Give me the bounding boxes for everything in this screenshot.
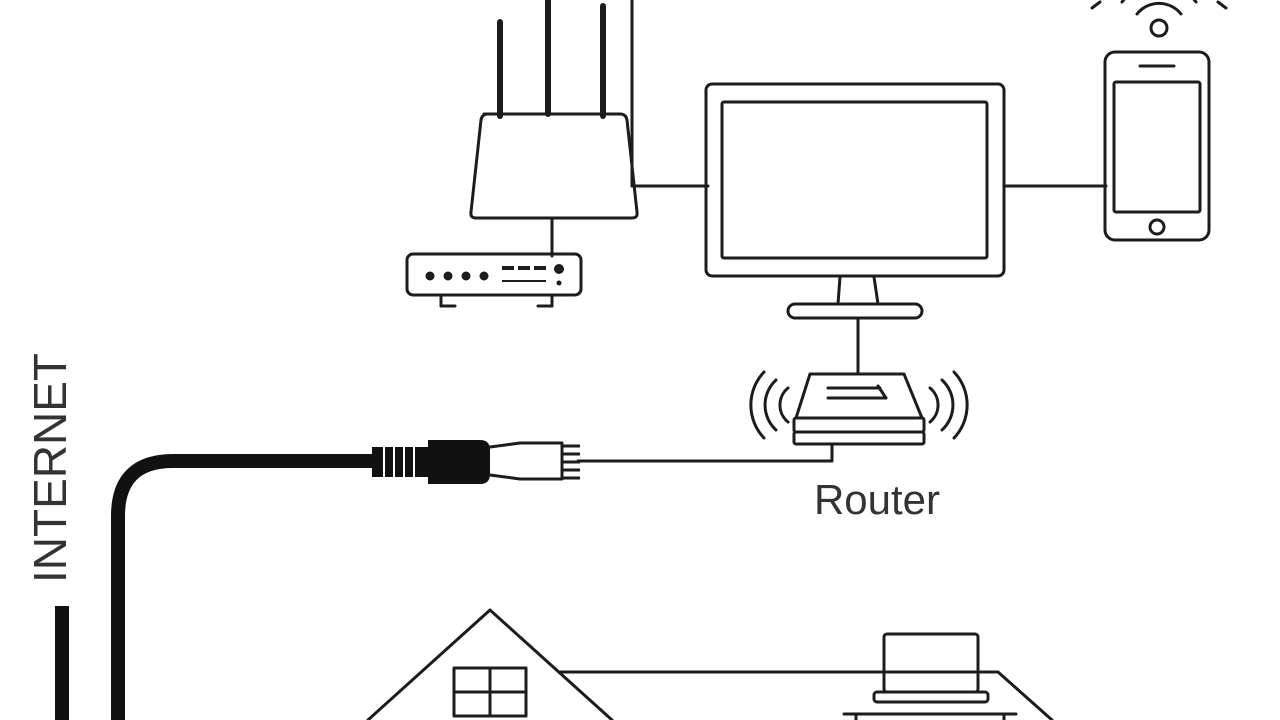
smartphone-icon xyxy=(1103,50,1211,242)
router-label: Router xyxy=(814,476,940,523)
wifi-signal-icon xyxy=(1090,0,1228,38)
ethernet-cable-icon xyxy=(111,440,580,720)
internet-label: INTERNET xyxy=(24,353,76,583)
connection-lines xyxy=(550,0,1108,463)
house-icon xyxy=(366,608,1054,720)
link-cable-to-router xyxy=(576,442,834,463)
modem-icon xyxy=(405,252,583,308)
internet-bar xyxy=(55,606,69,720)
monitor-icon xyxy=(704,82,1006,320)
laptop-icon xyxy=(842,632,1018,720)
wifi-router-icon xyxy=(469,0,639,220)
router-icon xyxy=(749,370,969,446)
